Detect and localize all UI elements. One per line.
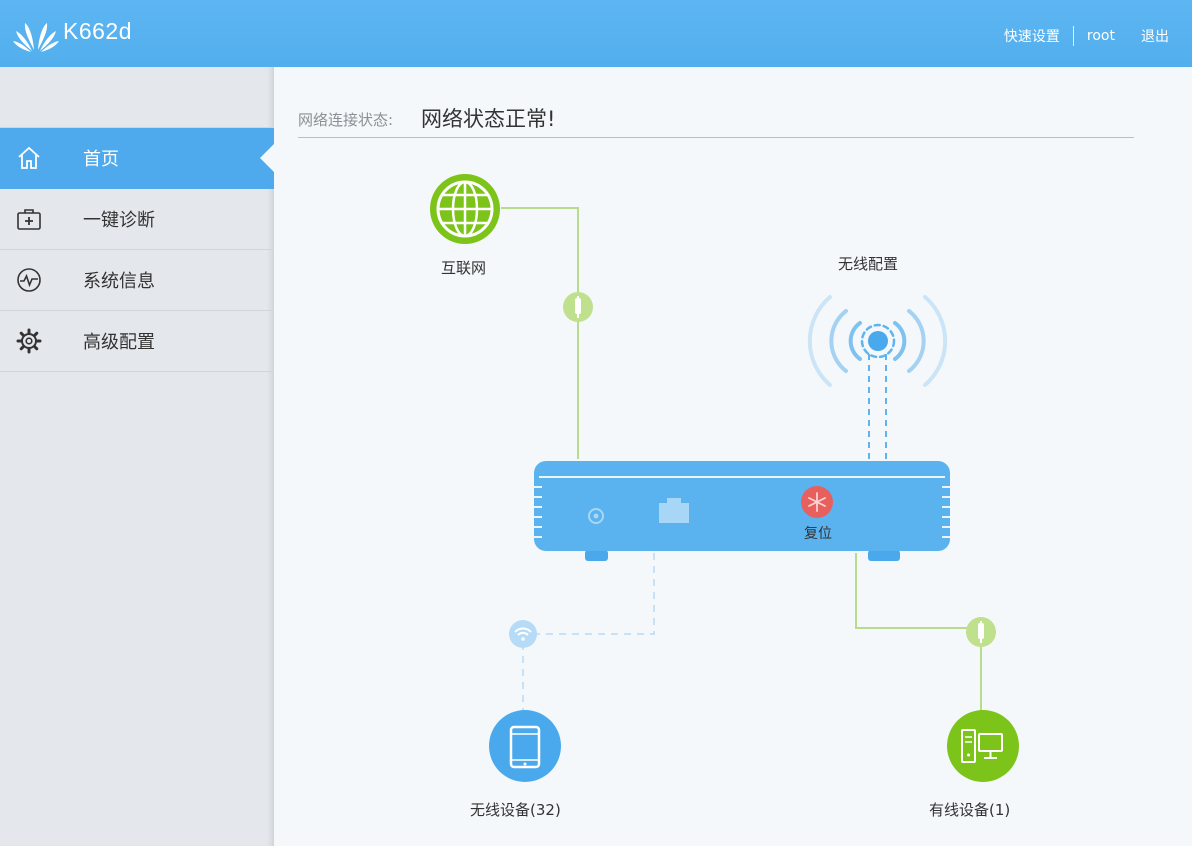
- sidebar-menu: 首页 一键诊断 系统信息: [0, 127, 274, 372]
- reset-label: 复位: [804, 526, 832, 542]
- wireless-link-line: [522, 553, 655, 712]
- active-indicator: [260, 144, 274, 172]
- sidebar-item-diagnosis[interactable]: 一键诊断: [0, 189, 274, 250]
- globe-icon: [430, 174, 500, 244]
- main-content: 网络连接状态: 网络状态正常!: [274, 67, 1192, 846]
- wireless-devices-node[interactable]: [488, 709, 562, 783]
- tablet-icon: [489, 710, 561, 782]
- sidebar-item-advanced[interactable]: 高级配置: [0, 311, 274, 372]
- wifi-signal-waves-icon: [807, 295, 948, 387]
- pulse-icon: [17, 268, 41, 292]
- wireless-config-node[interactable]: [822, 292, 934, 392]
- wired-link-line: [855, 553, 982, 712]
- network-status: 网络连接状态: 网络状态正常!: [298, 103, 1134, 138]
- sidebar-item-label: 高级配置: [83, 332, 155, 353]
- desktop-computer-icon: [947, 710, 1019, 782]
- logout-link[interactable]: 退出: [1141, 29, 1169, 45]
- sidebar-item-label: 首页: [83, 149, 119, 170]
- internet-label: 互联网: [441, 259, 487, 277]
- status-label: 网络连接状态:: [298, 111, 394, 129]
- top-links: 快速设置 root 退出: [991, 26, 1182, 46]
- wireless-config-label: 无线配置: [838, 255, 899, 273]
- sidebar-item-home[interactable]: 首页: [0, 128, 274, 189]
- home-icon: [18, 146, 40, 169]
- wireless-devices-label: 无线设备(32): [470, 801, 561, 819]
- wifi-icon: [509, 620, 537, 648]
- status-value: 网络状态正常!: [421, 107, 556, 131]
- link-divider: [1072, 26, 1074, 46]
- header-bar: K662d 快速设置 root 退出: [0, 0, 1192, 67]
- wired-devices-node[interactable]: [946, 709, 1020, 783]
- router-device: [534, 461, 950, 561]
- huawei-logo-icon: [13, 23, 59, 52]
- user-link[interactable]: root: [1086, 28, 1115, 44]
- internet-link-line: [501, 207, 579, 459]
- sidebar-item-label: 系统信息: [83, 271, 155, 292]
- medical-kit-icon: [17, 209, 41, 230]
- cable-connector-icon: [966, 617, 996, 647]
- internet-node[interactable]: [426, 171, 506, 251]
- sidebar-item-label: 一键诊断: [83, 210, 155, 231]
- gear-icon: [16, 328, 42, 354]
- sidebar: 首页 一键诊断 系统信息: [0, 67, 274, 846]
- cable-connector-icon: [563, 292, 593, 322]
- quick-setup-link[interactable]: 快速设置: [1003, 29, 1060, 45]
- model-name: K662d: [63, 18, 133, 44]
- reset-button-icon: [801, 486, 833, 518]
- sidebar-item-system-info[interactable]: 系统信息: [0, 250, 274, 311]
- wired-devices-label: 有线设备(1): [929, 801, 1011, 819]
- network-topology-diagram: [430, 174, 1019, 782]
